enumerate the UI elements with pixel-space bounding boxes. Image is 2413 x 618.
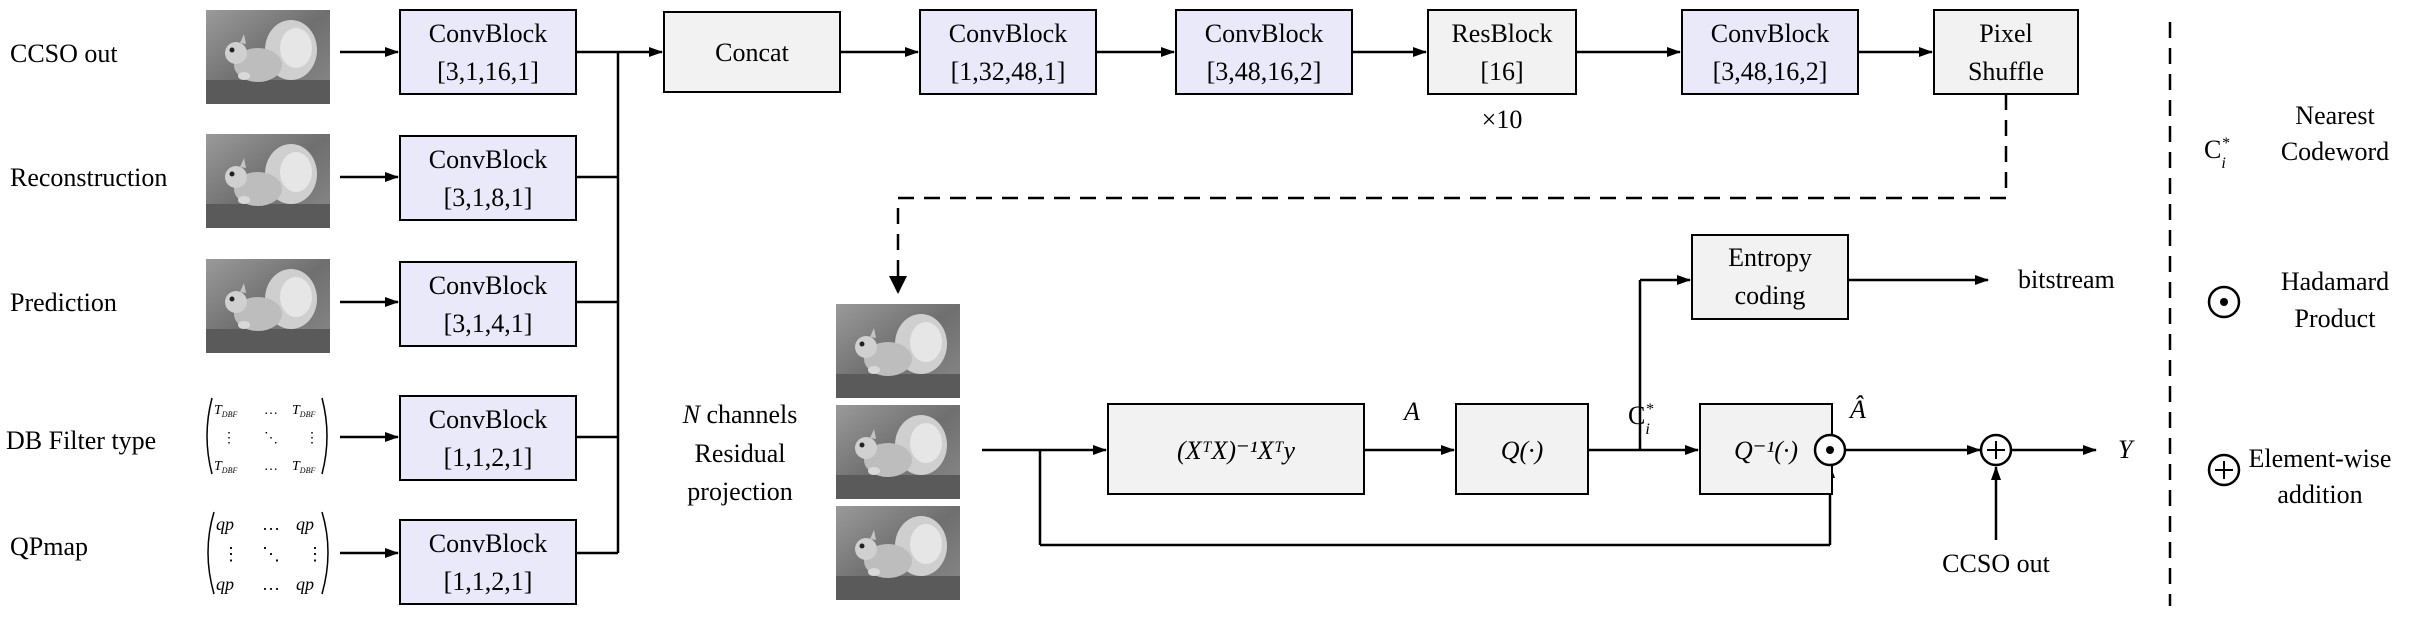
svg-text:Nearest: Nearest	[2295, 101, 2375, 130]
svg-text:[3,48,16,2]: [3,48,16,2]	[1713, 57, 1828, 86]
svg-text:ConvBlock: ConvBlock	[1711, 19, 1829, 48]
svg-text:Concat: Concat	[715, 38, 789, 67]
svg-text:ConvBlock: ConvBlock	[429, 145, 547, 174]
svg-text:ConvBlock: ConvBlock	[429, 529, 547, 558]
dashed-connector	[896, 94, 2008, 292]
svg-text:[3,1,16,1]: [3,1,16,1]	[437, 57, 539, 86]
residual-thumbnail-1	[836, 304, 960, 398]
svg-text:ConvBlock: ConvBlock	[1205, 19, 1323, 48]
residual-thumbnail-3	[836, 506, 960, 600]
reconstruction-thumbnail	[206, 134, 330, 228]
dbf-matrix: TDBF … TDBF ⋮ ⋱ ⋮ TDBF … TDBF	[206, 397, 328, 475]
bitstream-label: bitstream	[2018, 265, 2115, 294]
svg-text:…: …	[262, 574, 280, 594]
svg-text:[1,1,2,1]: [1,1,2,1]	[444, 567, 533, 596]
qp-matrix: qp … qp ⋮ ⋱ ⋮ qp … qp	[207, 511, 329, 595]
ccso-out-thumbnail	[206, 10, 330, 104]
svg-text:C*i: C*i	[2204, 135, 2229, 172]
svg-text:…: …	[264, 459, 278, 474]
svg-text:⋮: ⋮	[222, 544, 240, 564]
input-label-qpmap: QPmap	[10, 532, 88, 561]
svg-text:Hadamard: Hadamard	[2281, 267, 2389, 296]
addition-node	[1979, 433, 2013, 467]
residual-label-line1: N channels	[682, 400, 798, 429]
svg-text:Codeword: Codeword	[2281, 137, 2389, 166]
svg-text:[3,48,16,2]: [3,48,16,2]	[1207, 57, 1322, 86]
svg-text:Shuffle: Shuffle	[1968, 57, 2044, 86]
svg-text:(XᵀX)⁻¹Xᵀy: (XᵀX)⁻¹Xᵀy	[1177, 436, 1296, 465]
svg-text:[3,1,8,1]: [3,1,8,1]	[444, 183, 533, 212]
input-label-reconstruction: Reconstruction	[10, 163, 167, 192]
output-Y: Y	[2118, 435, 2135, 464]
prediction-thumbnail	[206, 259, 330, 353]
svg-text:Product: Product	[2295, 304, 2377, 333]
label-A: A	[1402, 397, 1420, 426]
svg-text:ConvBlock: ConvBlock	[429, 271, 547, 300]
dequantizer-block: Q⁻¹(·)	[1699, 403, 1833, 495]
svg-text:Pixel: Pixel	[1979, 19, 2032, 48]
svg-text:[1,32,48,1]: [1,32,48,1]	[951, 57, 1066, 86]
svg-text:Q⁻¹(·): Q⁻¹(·)	[1734, 436, 1798, 465]
legend-nearest-codeword: C*i Nearest Codeword	[2204, 101, 2389, 172]
svg-text:…: …	[264, 403, 278, 418]
pixel-shuffle-block: Pixel Shuffle	[1933, 9, 2079, 95]
input-convblock-prediction: ConvBlock [3,1,4,1]	[399, 261, 577, 347]
input-label-prediction: Prediction	[10, 288, 117, 317]
svg-text:Q(·): Q(·)	[1501, 436, 1544, 465]
hadamard-node	[1813, 433, 1847, 467]
input-label-ccso-out: CCSO out	[10, 39, 118, 68]
convblock-3-48-16-2-a: ConvBlock [3,48,16,2]	[1175, 9, 1353, 95]
merge-bus	[576, 47, 663, 555]
ccso-out-label-bottom: CCSO out	[1942, 549, 2050, 578]
svg-text:TDBF: TDBF	[214, 459, 237, 475]
svg-text:Entropy: Entropy	[1728, 243, 1812, 272]
input-convblock-dbf: ConvBlock [1,1,2,1]	[399, 395, 577, 481]
least-squares-block: (XᵀX)⁻¹Xᵀy	[1107, 403, 1365, 495]
entropy-coding-block: Entropy coding	[1691, 234, 1849, 320]
svg-text:[1,1,2,1]: [1,1,2,1]	[444, 443, 533, 472]
resblock-repeat: ×10	[1482, 105, 1523, 134]
svg-text:Element-wise: Element-wise	[2249, 444, 2392, 473]
svg-text:qp: qp	[296, 574, 314, 594]
svg-text:TDBF: TDBF	[292, 403, 315, 419]
residual-label-line2: Residual	[695, 439, 786, 468]
svg-text:ResBlock: ResBlock	[1451, 19, 1552, 48]
svg-text:TDBF: TDBF	[292, 459, 315, 475]
residual-label-line3: projection	[687, 477, 792, 506]
svg-text:⋮: ⋮	[305, 431, 319, 446]
convblock-3-48-16-2-b: ConvBlock [3,48,16,2]	[1681, 9, 1859, 95]
label-Ahat: Â	[1848, 395, 1866, 424]
svg-text:qp: qp	[216, 514, 234, 534]
svg-text:addition: addition	[2277, 480, 2362, 509]
svg-text:coding: coding	[1735, 281, 1806, 310]
quantizer-block: Q(·)	[1455, 403, 1589, 495]
svg-text:⋮: ⋮	[222, 431, 236, 446]
residual-thumbnail-2	[836, 405, 960, 499]
concat-block: Concat	[663, 11, 841, 93]
legend-addition: Element-wise addition	[2207, 444, 2392, 509]
input-convblock-ccso: ConvBlock [3,1,16,1]	[399, 9, 577, 95]
input-convblock-reconstruction: ConvBlock [3,1,8,1]	[399, 135, 577, 221]
svg-text:[16]: [16]	[1480, 57, 1523, 86]
svg-text:ConvBlock: ConvBlock	[429, 405, 547, 434]
svg-text:TDBF: TDBF	[214, 403, 237, 419]
svg-text:⋮: ⋮	[306, 544, 324, 564]
input-label-db-filter-type: DB Filter type	[6, 426, 156, 455]
input-convblock-qpmap: ConvBlock [1,1,2,1]	[399, 519, 577, 605]
svg-text:…: …	[262, 514, 280, 534]
convblock-1-32-48-1: ConvBlock [1,32,48,1]	[919, 9, 1097, 95]
svg-text:ConvBlock: ConvBlock	[429, 19, 547, 48]
legend-hadamard: Hadamard Product	[2207, 267, 2389, 333]
svg-text:[3,1,4,1]: [3,1,4,1]	[444, 309, 533, 338]
svg-text:⋱: ⋱	[262, 544, 280, 564]
svg-text:ConvBlock: ConvBlock	[949, 19, 1067, 48]
svg-text:qp: qp	[296, 514, 314, 534]
svg-text:qp: qp	[216, 574, 234, 594]
resblock: ResBlock [16]	[1427, 9, 1577, 95]
svg-text:⋱: ⋱	[264, 431, 278, 446]
